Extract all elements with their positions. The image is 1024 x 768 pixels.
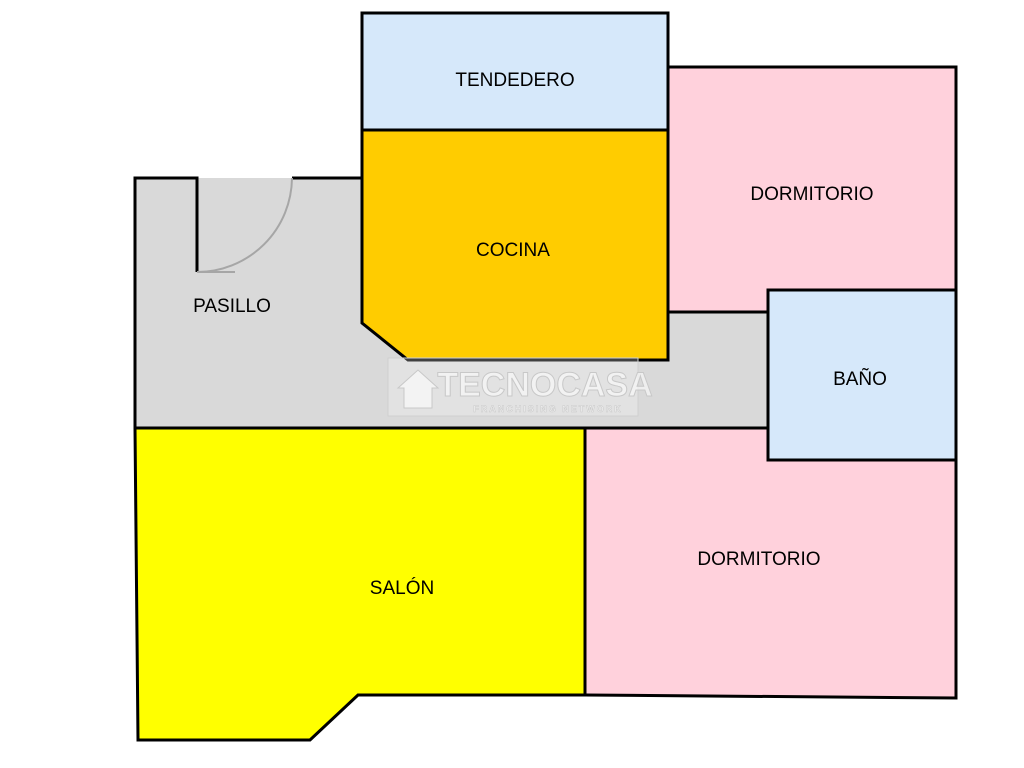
label-cocina: COCINA — [476, 240, 550, 261]
label-dormitorio-top: DORMITORIO — [750, 184, 873, 205]
door-swing-arc — [196, 177, 293, 273]
label-salon: SALÓN — [370, 577, 434, 599]
room-pasillo — [135, 178, 768, 428]
tecnocasa-watermark: TECNOCASA FRANCHISING NETWORK — [387, 357, 653, 417]
label-bano: BAÑO — [833, 368, 887, 390]
house-icon — [396, 369, 440, 409]
watermark-brand: TECNOCASA — [437, 366, 652, 404]
room-salon — [135, 428, 585, 740]
watermark-tagline: FRANCHISING NETWORK — [473, 404, 623, 414]
room-dormitorio-bottom — [585, 428, 956, 698]
room-bano — [768, 290, 956, 460]
walls — [133, 11, 958, 742]
room-cocina — [362, 130, 668, 360]
room-tendedero — [362, 13, 668, 130]
room-dormitorio-top — [668, 67, 956, 312]
label-dormitorio-bottom: DORMITORIO — [697, 549, 820, 570]
label-pasillo: PASILLO — [193, 296, 271, 317]
label-tendedero: TENDEDERO — [455, 70, 574, 91]
